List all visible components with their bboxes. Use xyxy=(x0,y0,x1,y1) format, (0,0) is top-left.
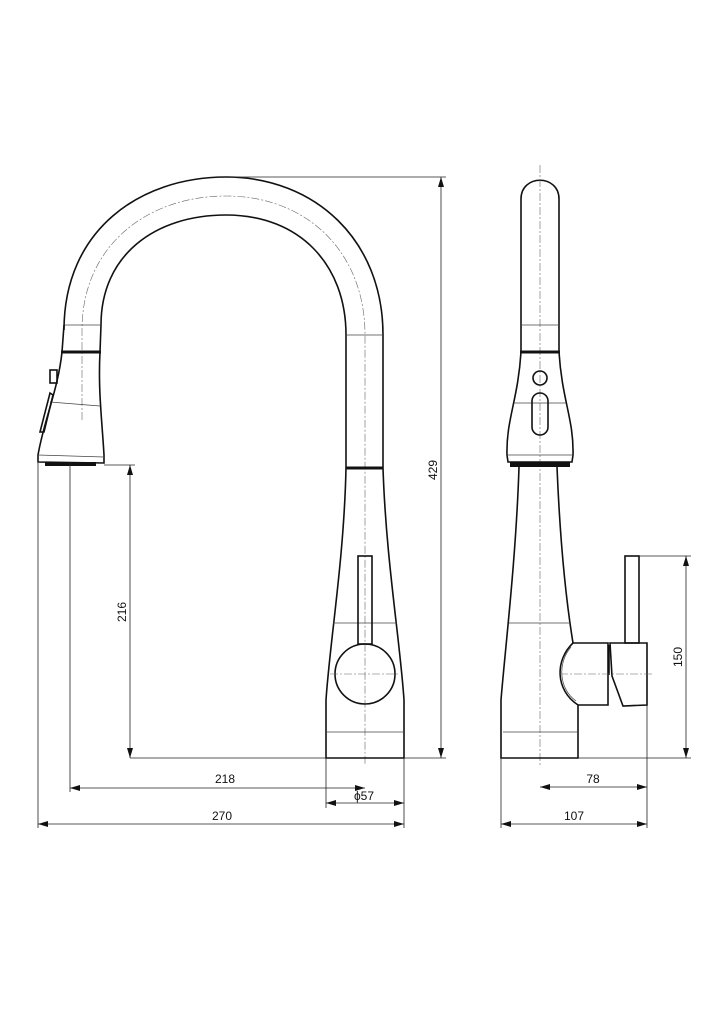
spout-band xyxy=(346,466,383,470)
body-outline xyxy=(325,467,405,759)
dim-spout-reach: 218 xyxy=(215,772,235,786)
side-view xyxy=(500,165,652,765)
front-view xyxy=(37,176,405,765)
side-slot-icon xyxy=(531,392,549,436)
nozzle xyxy=(45,462,96,466)
dim-lever-offset: 78 xyxy=(586,772,600,786)
handle-concave xyxy=(559,642,579,706)
dim-lever-height: 150 xyxy=(671,647,685,667)
dim-total-width: 270 xyxy=(212,809,232,823)
spout-outer-arc xyxy=(63,176,384,336)
spray-head xyxy=(37,351,105,464)
spray-head-band xyxy=(61,350,101,354)
dim-total-height: 429 xyxy=(426,460,440,480)
handle-cap xyxy=(609,642,648,707)
dim-side-depth: 107 xyxy=(564,809,584,823)
side-lever xyxy=(624,555,640,644)
side-body-outline xyxy=(500,466,579,759)
side-head-band xyxy=(520,350,560,354)
dim-spout-clearance: 216 xyxy=(115,602,129,622)
spout-centerline xyxy=(81,195,366,765)
side-dimensions: 150 78 107 xyxy=(500,555,691,828)
side-nozzle xyxy=(510,462,570,467)
spray-button-icon xyxy=(49,369,58,384)
spout-inner-arc xyxy=(100,214,347,336)
dim-base-diameter: ϕ57 xyxy=(354,789,374,803)
spray-slider-icon xyxy=(38,391,54,433)
side-button-icon xyxy=(532,370,548,386)
front-dimensions: 429 216 218 ϕ57 270 xyxy=(37,176,446,828)
